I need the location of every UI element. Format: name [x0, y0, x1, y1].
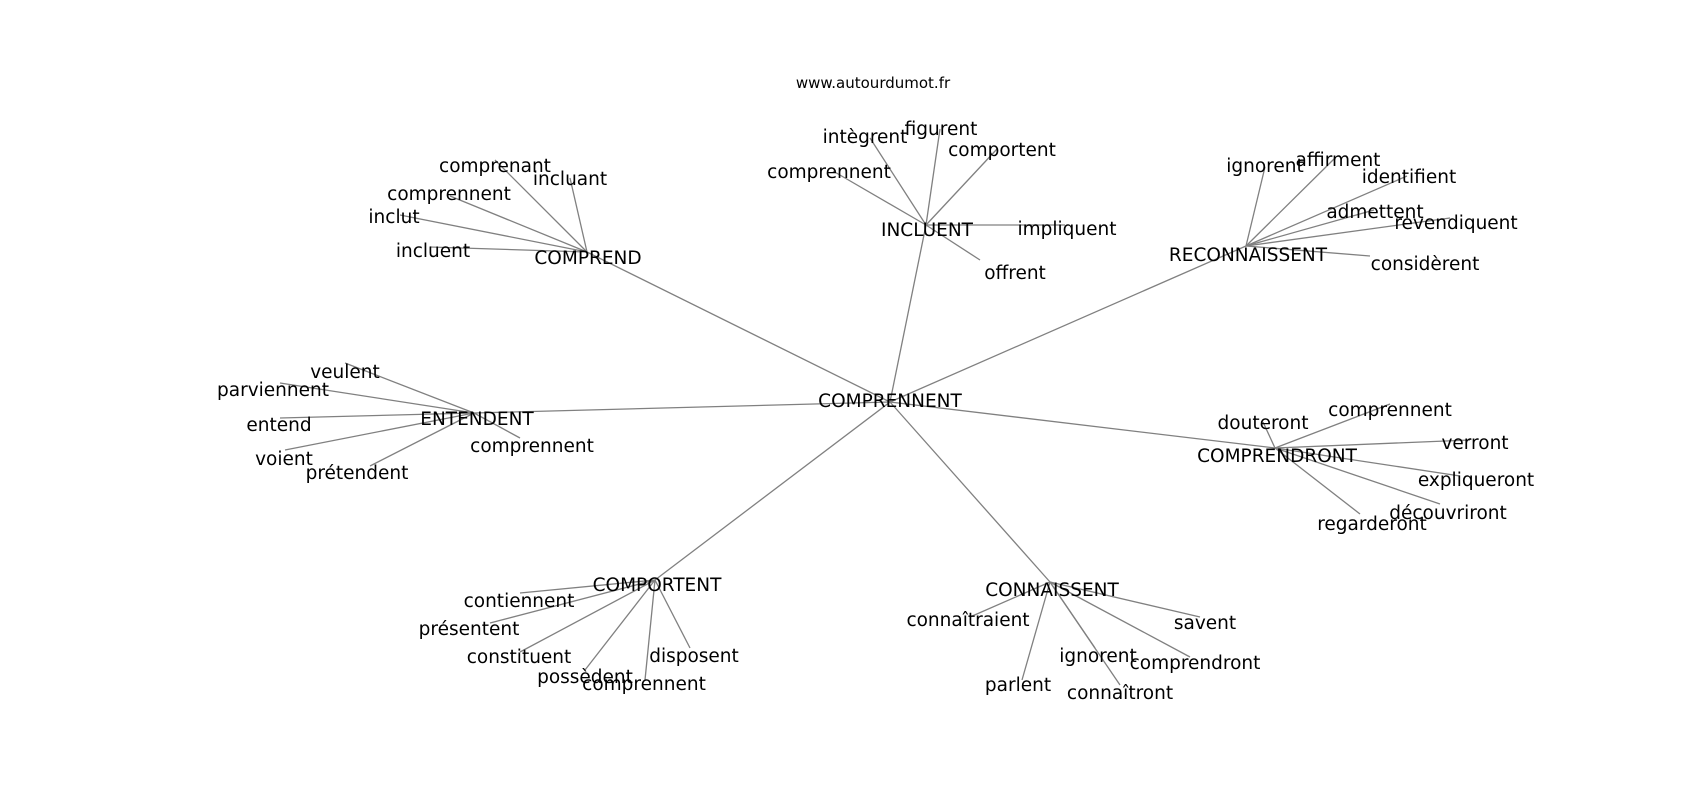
- edge-reconnaissent-admettent: [1245, 209, 1375, 247]
- source-credit: www.autourdumot.fr: [796, 74, 951, 92]
- leaf-word-comprennent: comprennent: [1328, 400, 1452, 421]
- leaf-word-decouvriront: découvriront: [1389, 503, 1507, 524]
- leaf-word-figurent: figurent: [905, 119, 978, 140]
- leaf-word-comprenant: comprenant: [439, 156, 551, 177]
- leaf-word-presentent: présentent: [419, 619, 520, 640]
- leaf-word-incluant: incluant: [533, 169, 607, 190]
- leaf-word-offrent: offrent: [984, 263, 1046, 284]
- edge-reconnaissent-identifient: [1245, 175, 1408, 247]
- leaf-word-comprennent: comprennent: [470, 436, 594, 457]
- edge-comprend-incluent: [429, 246, 588, 253]
- leaf-word-comportent: comportent: [948, 140, 1056, 161]
- leaf-word-parviennent: parviennent: [217, 380, 329, 401]
- hub-word-reconnaissent: RECONNAISSENT: [1169, 245, 1328, 266]
- edge-connaissent-savent: [1049, 581, 1201, 618]
- hub-word-entendent: ENTENDENT: [420, 409, 534, 430]
- edge-comprendront-douteront: [1262, 421, 1276, 449]
- leaf-word-comprendront: comprendront: [1130, 653, 1261, 674]
- edge-connaissent-comprendront: [1049, 581, 1191, 658]
- edge-root-comprendront: [889, 401, 1276, 449]
- edge-entendent-voient: [284, 412, 475, 451]
- edge-connaissent-connaitront: [1049, 581, 1121, 686]
- edge-comportent-presentent: [489, 579, 656, 624]
- edge-comportent-disposent: [654, 579, 691, 649]
- leaf-word-incluent: incluent: [396, 241, 470, 262]
- graph-labels: comprenantincluantcomprennentinclutinclu…: [217, 119, 1534, 704]
- edge-reconnaissent-considerent: [1245, 245, 1371, 257]
- leaf-word-integrent: intègrent: [823, 127, 908, 148]
- edge-entendent-pretendent: [369, 412, 475, 467]
- leaf-word-possedent: possèdent: [537, 667, 633, 688]
- leaf-word-revendiquent: revendiquent: [1394, 213, 1517, 234]
- edge-comprendront-regarderont: [1274, 447, 1361, 515]
- edge-root-incluent: [889, 224, 927, 403]
- edge-comportent-constituent: [519, 579, 656, 653]
- leaf-word-ignorent: ignorent: [1059, 646, 1137, 667]
- edge-comprend-comprennent: [449, 195, 588, 253]
- leaf-word-admettent: admettent: [1326, 202, 1423, 223]
- edge-reconnaissent-revendiquent: [1245, 217, 1451, 247]
- edge-root-comprend: [586, 251, 891, 403]
- leaf-word-affirment: affirment: [1296, 150, 1381, 171]
- leaf-word-contiennent: contiennent: [464, 591, 575, 612]
- edge-comprend-comprenant: [494, 159, 588, 253]
- leaf-word-parlent: parlent: [985, 675, 1051, 696]
- edge-root-reconnaissent: [889, 245, 1247, 403]
- edge-comprend-incluant: [569, 177, 588, 253]
- leaf-word-constituent: constituent: [467, 647, 572, 668]
- leaf-word-verront: verront: [1441, 433, 1508, 454]
- hub-word-comprend: COMPREND: [534, 248, 641, 269]
- edge-comprend-inclut: [399, 214, 588, 253]
- leaf-word-inclut: inclut: [368, 207, 419, 228]
- root-word: COMPRENNENT: [818, 391, 962, 412]
- edge-root-comportent: [654, 401, 891, 581]
- edge-incluent-integrent: [869, 137, 927, 226]
- edge-incluent-figurent: [925, 128, 941, 226]
- edge-entendent-comprennent: [473, 412, 521, 439]
- leaf-word-veulent: veulent: [310, 362, 380, 383]
- edge-comportent-contiennent: [519, 579, 656, 594]
- leaf-word-douteront: douteront: [1218, 413, 1309, 434]
- edge-reconnaissent-affirment: [1245, 157, 1336, 247]
- leaf-word-voient: voient: [255, 449, 313, 470]
- leaf-word-pretendent: prétendent: [306, 463, 409, 484]
- edge-root-connaissent: [889, 401, 1051, 583]
- hub-word-comprendront: COMPRENDRONT: [1197, 446, 1357, 467]
- hub-word-comportent: COMPORTENT: [593, 575, 722, 596]
- leaf-word-entend: entend: [246, 415, 311, 436]
- leaf-word-connaitront: connaîtront: [1067, 683, 1173, 704]
- edge-comportent-comprennent: [644, 579, 656, 681]
- leaf-word-savent: savent: [1174, 613, 1236, 634]
- edge-entendent-veulent: [344, 362, 475, 414]
- edge-comprendront-decouvriront: [1274, 447, 1441, 505]
- leaf-word-impliquent: impliquent: [1017, 219, 1116, 240]
- edge-incluent-offrent: [925, 224, 981, 261]
- edge-incluent-comprennent: [832, 170, 927, 226]
- edge-root-entendent: [473, 401, 891, 414]
- leaf-word-identifient: identifient: [1362, 167, 1456, 188]
- leaf-word-comprennent: comprennent: [387, 184, 511, 205]
- hub-word-connaissent: CONNAISSENT: [985, 580, 1119, 601]
- edge-comprendront-verront: [1274, 439, 1471, 449]
- leaf-word-ignorent: ignorent: [1226, 156, 1304, 177]
- edge-entendent-parviennent: [279, 382, 475, 414]
- leaf-word-disposent: disposent: [649, 646, 739, 667]
- edge-connaissent-parlent: [1021, 581, 1051, 681]
- leaf-word-comprennent: comprennent: [767, 162, 891, 183]
- edge-connaissent-connaitraient: [969, 581, 1051, 618]
- leaf-word-comprennent: comprennent: [582, 674, 706, 695]
- leaf-word-regarderont: regarderont: [1317, 514, 1427, 535]
- edge-comprendront-expliqueront: [1274, 447, 1461, 477]
- edge-entendent-entend: [279, 412, 475, 419]
- edge-comportent-possedent: [584, 579, 656, 671]
- graph-edges: [279, 128, 1471, 686]
- leaf-word-connaitraient: connaîtraient: [906, 610, 1029, 631]
- edge-reconnaissent-ignorent: [1245, 166, 1266, 247]
- edge-comprendront-comprennent: [1274, 403, 1391, 449]
- leaf-word-considerent: considèrent: [1371, 254, 1480, 275]
- edge-incluent-comportent: [925, 148, 998, 226]
- hub-word-incluent: INCLUENT: [881, 220, 974, 241]
- leaf-word-expliqueront: expliqueront: [1418, 470, 1534, 491]
